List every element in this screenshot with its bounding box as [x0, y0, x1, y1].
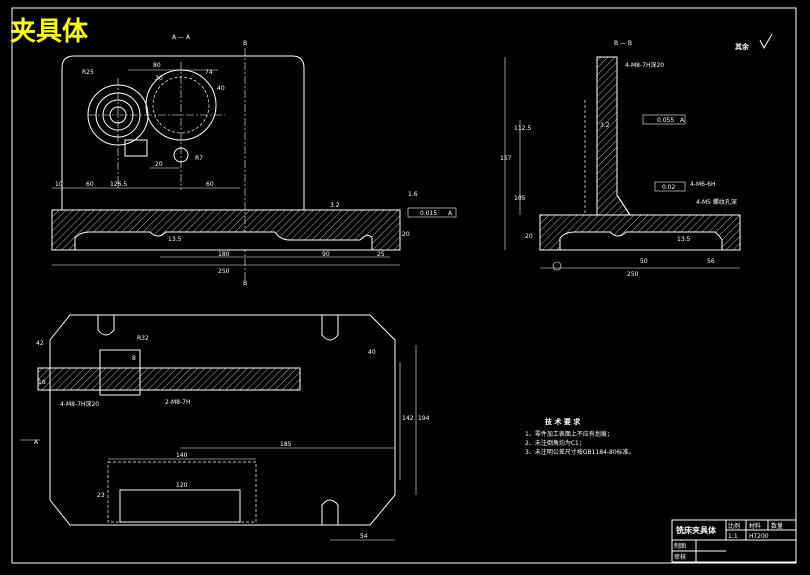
roughness-16: 1.6 — [408, 191, 418, 198]
parallel-datum: A — [680, 117, 685, 124]
bb-hole-note: 4-M8-7H深20 — [625, 61, 664, 69]
base-groove — [74, 231, 373, 251]
dim-80: 80 — [153, 62, 161, 69]
dim-40b: 40 — [368, 349, 376, 356]
tb-scale-label: 比例 — [728, 522, 740, 530]
parallel-tol: 0.055 — [657, 117, 674, 124]
dim-74: 74 — [205, 69, 213, 76]
dim-16: 16 — [38, 379, 46, 386]
section-bb-label: B — B — [614, 40, 632, 47]
tech-item-3: 3、未注明公差尺寸按GB1184-80标准。 — [525, 448, 635, 456]
bb-thread-note: 4-M5 螺纹孔深 — [696, 198, 737, 206]
upright-plate — [61, 55, 305, 210]
plan-slot-left — [97, 315, 115, 336]
dim-42: 42 — [36, 340, 44, 347]
bb-upright-hatch — [596, 56, 631, 216]
drawing-title: 夹具体 — [10, 17, 89, 47]
dim-112: 112.5 — [514, 125, 531, 132]
dim-120: 120 — [176, 482, 188, 489]
dim-8: 8 — [132, 355, 136, 362]
bb-roughness: 3.2 — [600, 122, 610, 129]
title-block-frame — [671, 519, 797, 563]
cut-label-b-top: B — [243, 40, 247, 47]
dim-105: 105 — [514, 195, 526, 202]
dim-23: 23 — [97, 492, 105, 499]
plan-slot-top — [321, 315, 339, 341]
datum-a-circle — [552, 261, 562, 271]
roughness-32: 3.2 — [330, 202, 340, 209]
dim-185: 185 — [280, 441, 292, 448]
section-aa-view: A — A B B R25 80 74 30 40 20 R7 10 — [51, 34, 457, 287]
plan-hole-note: 4-M8-7H深20 — [60, 400, 99, 408]
tb-material-value: HT200 — [749, 533, 769, 540]
tb-material-label: 材料 — [749, 522, 761, 530]
bb-hole2-note: 4-M6-6H — [690, 181, 715, 188]
dim-60b: 60 — [206, 181, 214, 188]
tech-item-1: 1、零件加工表面上不应有划痕； — [525, 430, 613, 438]
title-block: 铣床夹具体 比例 材料 数量 1:1 HT200 制图 审核 — [671, 519, 797, 563]
dim-56: 56 — [707, 258, 715, 265]
drawing-border — [11, 7, 797, 564]
dim-10: 10 — [55, 181, 63, 188]
section-bb-view: B — B 其余 4-M8-7H深20 0.055 A 157 112.5 10… — [500, 33, 773, 278]
dim-r32: R32 — [137, 335, 149, 342]
dim-50: 50 — [640, 258, 648, 265]
plan-pocket — [119, 489, 241, 523]
flatness-datum: A — [448, 210, 453, 217]
dim-13b: 13.5 — [677, 236, 691, 243]
roughness-note: 其余 — [735, 42, 750, 51]
bb-base-groove — [559, 231, 723, 251]
flatness-frame — [407, 207, 457, 218]
perp-frame — [654, 181, 686, 192]
dim-r25: R25 — [82, 69, 94, 76]
tech-heading: 技 术 要 求 — [545, 417, 581, 426]
plan-outline — [49, 314, 396, 526]
dim-13: 13.5 — [168, 236, 182, 243]
dim-60a: 60 — [86, 181, 94, 188]
plan-view: A R32 4-M8-7H深20 2-M8-7H 40 185 140 120 … — [20, 314, 430, 541]
dim-40: 40 — [217, 85, 225, 92]
dim-20: 20 — [155, 161, 163, 168]
dim-r7: R7 — [195, 155, 203, 162]
dim-20c: 20 — [525, 233, 533, 240]
dim-180: 180 — [218, 251, 230, 258]
dim-90: 90 — [322, 251, 330, 258]
dim-54: 54 — [360, 533, 368, 540]
dim-20b: 20 — [402, 231, 410, 238]
cut-label-b-bottom: B — [243, 280, 247, 287]
technical-requirements: 技 术 要 求 1、零件加工表面上不应有划痕； 2、未注倒角均为C1； 3、未注… — [525, 417, 635, 456]
dim-142: 142 — [402, 415, 414, 422]
dim-30: 30 — [155, 75, 163, 82]
plan-hole2-note: 2-M8-7H — [165, 399, 190, 406]
dim-140: 140 — [176, 452, 188, 459]
plan-boss — [99, 349, 141, 396]
flatness-tol: 0.015 — [420, 210, 437, 217]
parallel-frame — [642, 114, 686, 125]
dim-126: 126.5 — [110, 181, 127, 188]
tb-part-name: 铣床夹具体 — [676, 525, 717, 535]
tb-check-label: 审核 — [674, 553, 686, 561]
plan-slot-bottom — [321, 499, 339, 525]
key-slot — [124, 139, 148, 157]
dim-25: 25 — [377, 251, 385, 258]
plan-rib-section — [37, 367, 301, 391]
dim-250: 250 — [218, 268, 230, 275]
roughness-symbol — [759, 33, 773, 50]
tech-item-2: 2、未注倒角均为C1； — [525, 439, 585, 447]
perp-tol: 0.02 — [662, 184, 676, 191]
tb-drawn-label: 制图 — [674, 542, 686, 550]
dim-157: 157 — [500, 155, 512, 162]
dim-194: 194 — [418, 415, 430, 422]
cut-label-a: A — [34, 439, 39, 446]
tb-qty-label: 数量 — [771, 522, 783, 530]
section-aa-label: A — A — [172, 34, 191, 41]
dim-250b: 250 — [627, 271, 639, 278]
plan-hidden-pocket — [107, 461, 257, 523]
tb-scale-value: 1:1 — [728, 533, 738, 540]
